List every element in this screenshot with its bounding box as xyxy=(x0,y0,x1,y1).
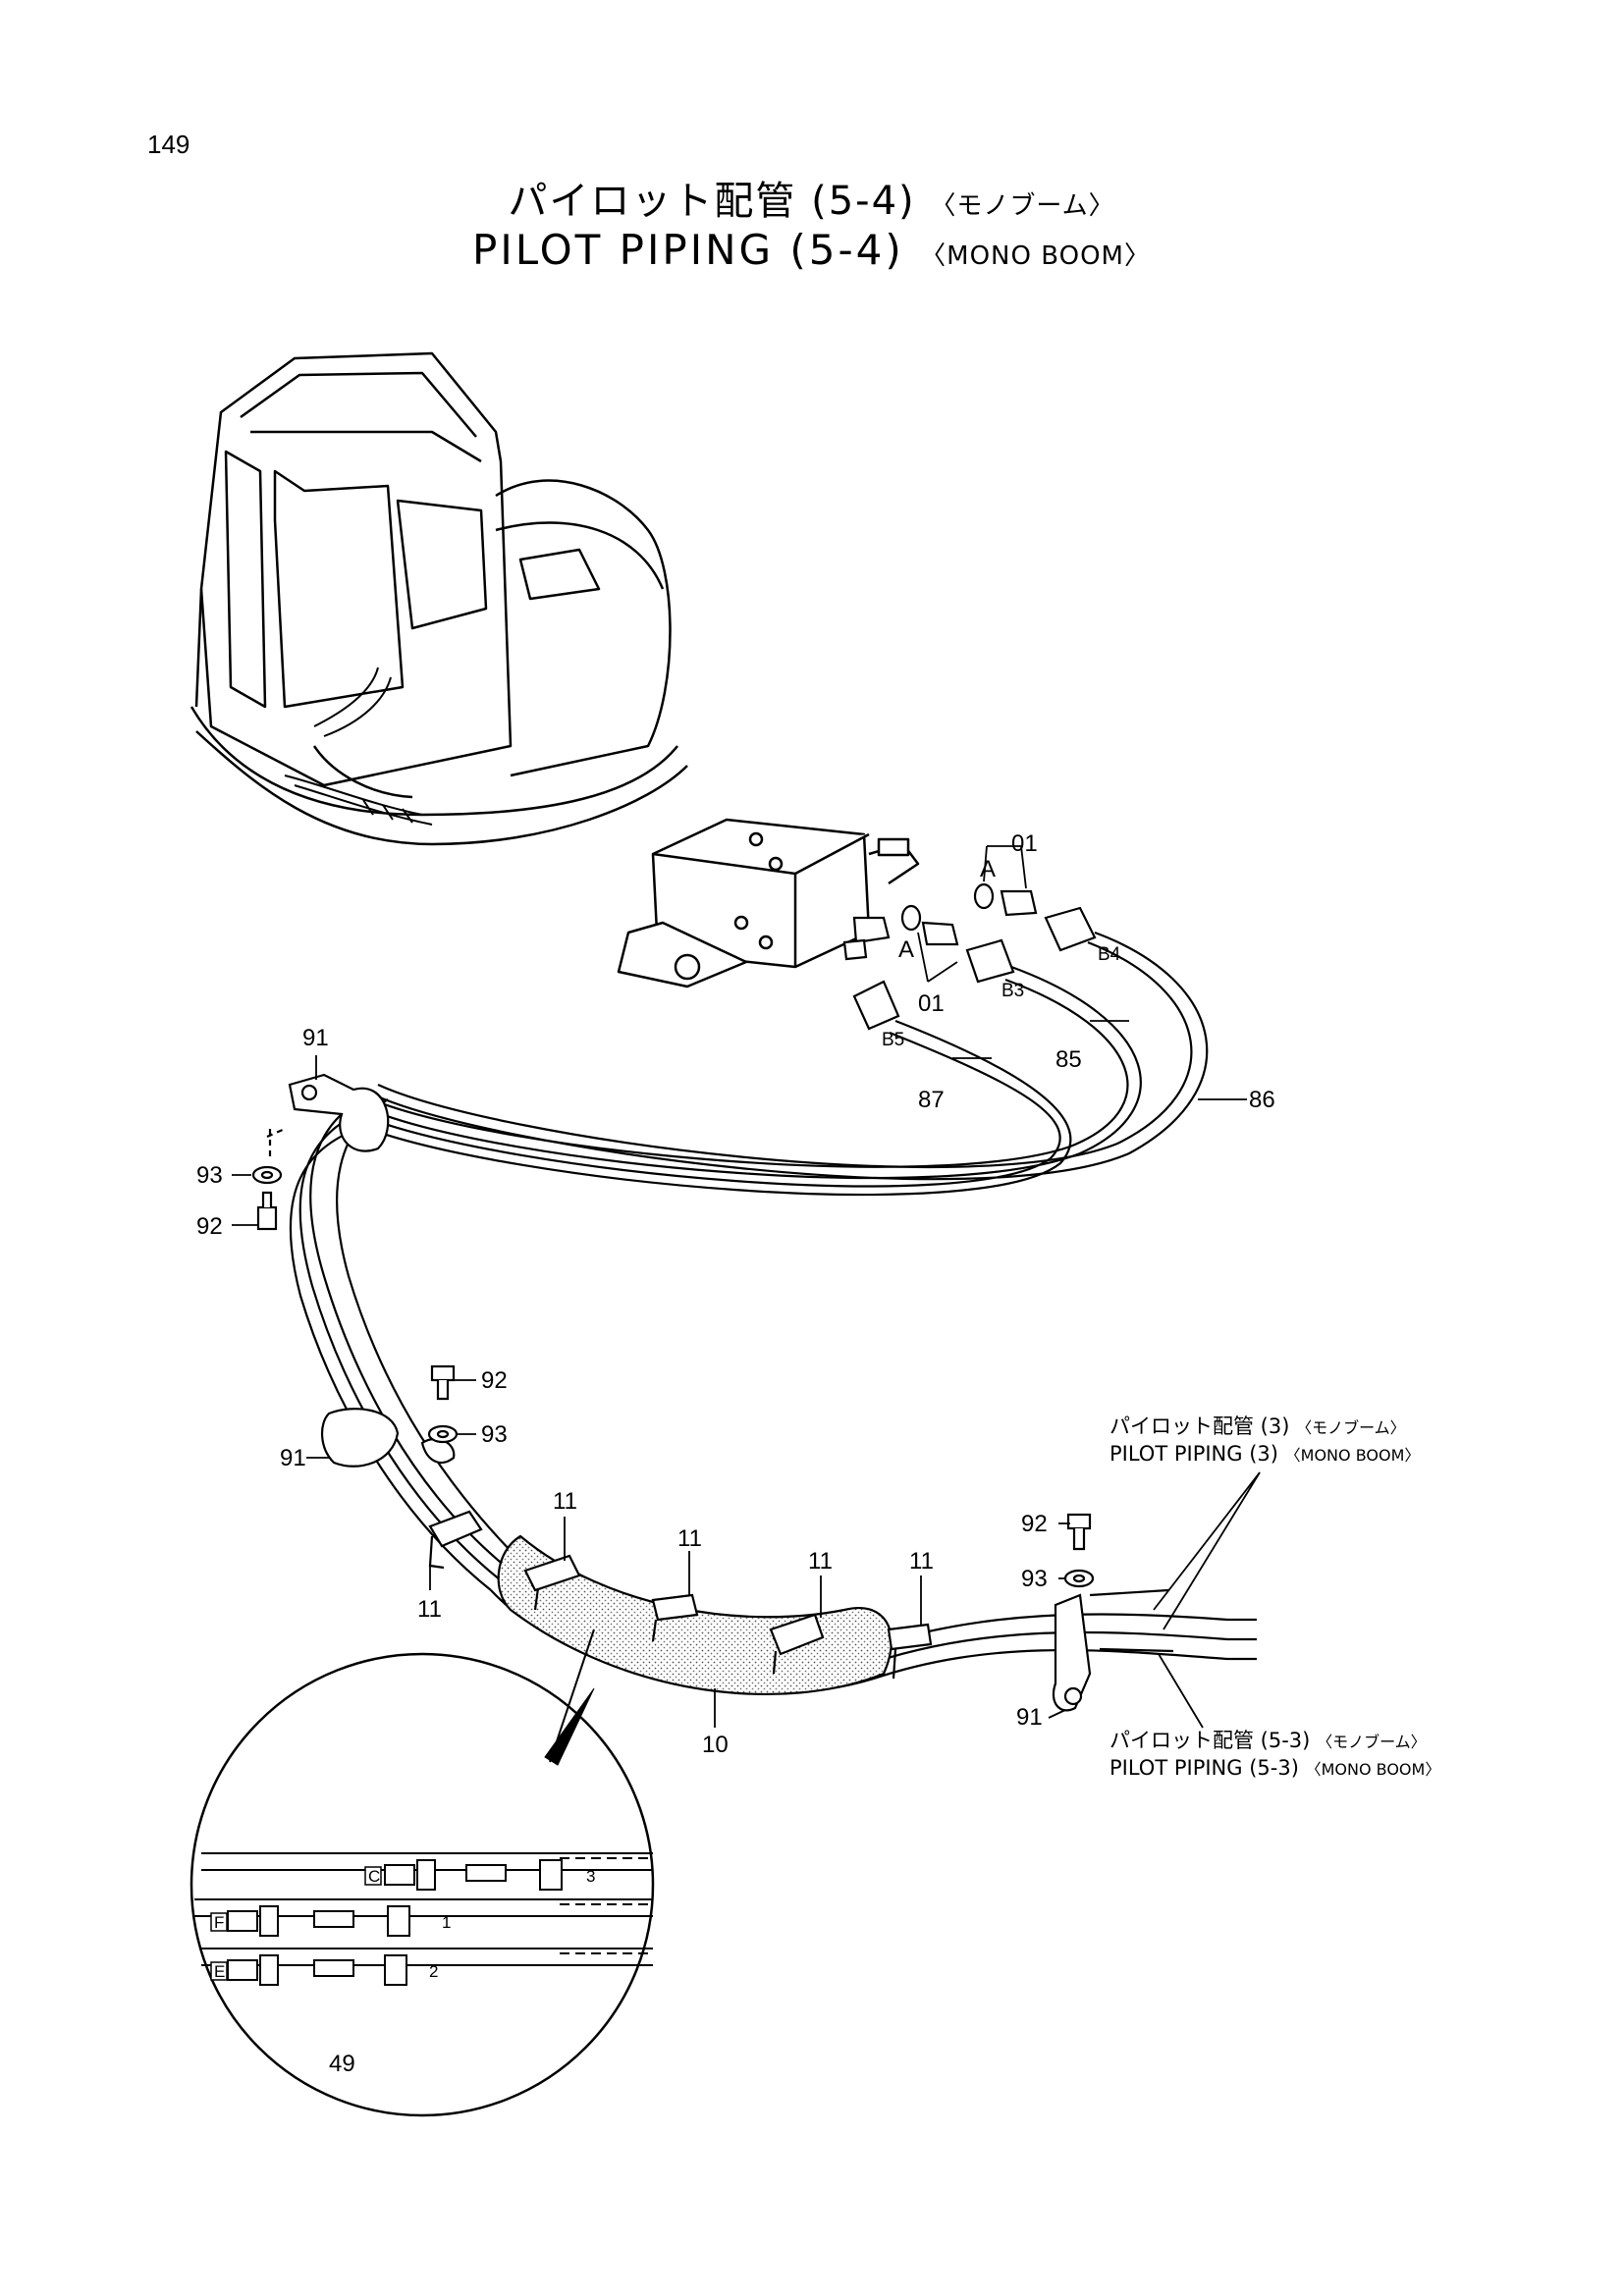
band-clamps-drawing xyxy=(428,1510,933,1680)
hose-label-2: 2 xyxy=(429,1962,438,1981)
reference-pilot-piping-5-3: パイロット配管 (5-3) 〈モノブーム〉 PILOT PIPING (5-3)… xyxy=(1109,1728,1440,1783)
leader-lines xyxy=(232,845,1261,2047)
callout-91-mid: 91 xyxy=(280,1445,306,1471)
title-en-suffix: 〈MONO BOOM〉 xyxy=(920,241,1151,271)
callout-11-c: 11 xyxy=(677,1525,702,1552)
ref1-en-suffix: 〈MONO BOOM〉 xyxy=(1284,1446,1421,1465)
reference-pilot-piping-3: パイロット配管 (3) 〈モノブーム〉 PILOT PIPING (3) 〈MO… xyxy=(1109,1414,1420,1468)
fittings-drawing xyxy=(842,882,1097,1031)
callout-11-d: 11 xyxy=(808,1548,833,1575)
cab-internal-hoses-drawing xyxy=(284,667,433,826)
title-jp-main: パイロット配管 (5-4) xyxy=(508,179,916,224)
ref2-en-suffix: 〈MONO BOOM〉 xyxy=(1305,1760,1441,1779)
callout-10: 10 xyxy=(702,1732,729,1758)
callout-93-right: 93 xyxy=(1021,1566,1048,1592)
page-title-english: PILOT PIPING (5-4) 〈MONO BOOM〉 xyxy=(0,226,1623,274)
bolts-washers-drawing xyxy=(251,1127,1095,1588)
callout-a-top: A xyxy=(980,856,996,882)
ref1-en-main: PILOT PIPING (3) xyxy=(1109,1442,1278,1466)
port-label-c: C xyxy=(368,1867,380,1886)
callout-92-left: 92 xyxy=(196,1213,223,1240)
callout-b3: B3 xyxy=(1001,981,1024,1001)
callout-b4: B4 xyxy=(1098,944,1121,965)
clamps-drawing xyxy=(288,1073,1092,1712)
callout-b5: B5 xyxy=(882,1030,904,1050)
title-jp-suffix: 〈モノブーム〉 xyxy=(930,191,1115,221)
page-title-japanese: パイロット配管 (5-4) 〈モノブーム〉 xyxy=(0,169,1623,226)
callout-92-right: 92 xyxy=(1021,1511,1048,1537)
ref2-jp-main: パイロット配管 (5-3) xyxy=(1109,1729,1311,1752)
callout-01-bottom: 01 xyxy=(918,990,945,1017)
pilot-valve-block-drawing xyxy=(617,818,920,988)
callout-01-top: 01 xyxy=(1011,830,1038,857)
ref1-jp-suffix: 〈モノブーム〉 xyxy=(1296,1418,1406,1437)
callout-11-a: 11 xyxy=(417,1596,442,1623)
callout-a-bottom: A xyxy=(898,936,914,963)
callout-85: 85 xyxy=(1055,1046,1082,1073)
detail-callout-drawing xyxy=(189,1629,655,2117)
callout-91-top: 91 xyxy=(302,1025,329,1051)
page-number: 149 xyxy=(147,130,190,159)
callout-labels: 01 A A 01 B4 B3 B5 85 86 87 91 93 92 92 … xyxy=(196,830,1275,2077)
callout-93-mid: 93 xyxy=(481,1421,508,1448)
callout-11-e: 11 xyxy=(909,1548,934,1575)
excavator-cab-drawing xyxy=(189,351,688,846)
callout-92-mid: 92 xyxy=(481,1367,508,1394)
callout-93-left: 93 xyxy=(196,1162,223,1189)
ref1-jp-main: パイロット配管 (3) xyxy=(1109,1415,1290,1438)
callout-91-bottom: 91 xyxy=(1016,1704,1043,1731)
hose-label-3: 3 xyxy=(586,1867,595,1886)
callout-49: 49 xyxy=(329,2051,355,2077)
pilot-hoses-drawing xyxy=(289,931,1257,1694)
title-en-main: PILOT PIPING (5-4) xyxy=(472,226,904,274)
ref2-en-main: PILOT PIPING (5-3) xyxy=(1109,1756,1299,1780)
port-label-f: F xyxy=(214,1913,224,1932)
detail-port-labels: C F E 3 1 2 xyxy=(210,1866,595,1981)
callout-11-b: 11 xyxy=(553,1488,577,1515)
port-label-e: E xyxy=(214,1962,225,1981)
hose-label-1: 1 xyxy=(442,1913,451,1932)
callout-86: 86 xyxy=(1249,1087,1275,1113)
callout-87: 87 xyxy=(918,1087,945,1113)
ref2-jp-suffix: 〈モノブーム〉 xyxy=(1317,1733,1427,1751)
